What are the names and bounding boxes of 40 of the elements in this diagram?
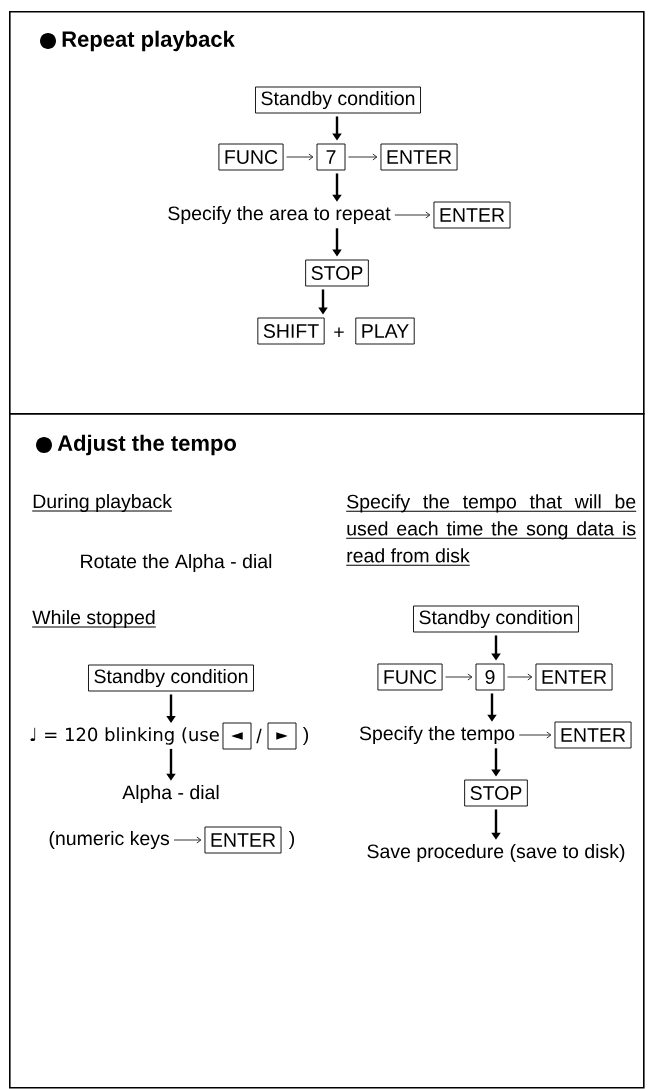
condition-box: Standby condition xyxy=(255,86,421,114)
section-heading: Repeat playback xyxy=(40,30,235,52)
step-text: (numeric keys xyxy=(49,830,170,850)
key-box: ► xyxy=(267,722,297,750)
key-box: STOP xyxy=(464,779,528,807)
arrow xyxy=(348,153,378,161)
arrow xyxy=(173,836,202,844)
key-box: ◄ xyxy=(222,722,252,750)
step-text: Specify the area to repeat xyxy=(168,205,391,225)
plus-sign: + xyxy=(334,327,344,337)
section-label: During playback xyxy=(31,493,173,513)
key-box: STOP xyxy=(305,259,369,287)
closing-parenthesis: ) xyxy=(302,726,309,746)
key-box: ENTER xyxy=(204,826,282,854)
key-box: FUNC xyxy=(218,143,284,171)
key-box: SHIFT xyxy=(257,317,325,345)
key-box: ENTER xyxy=(433,201,511,229)
key-box: ENTER xyxy=(380,143,458,171)
section-label: While stopped xyxy=(31,609,157,629)
arrow xyxy=(445,673,473,681)
note-text: Rotate the Alpha - dial xyxy=(81,553,272,573)
key-box: 7 xyxy=(316,143,346,171)
condition-box: Standby condition xyxy=(88,664,254,692)
key-box: PLAY xyxy=(355,317,415,345)
key-box: 9 xyxy=(475,663,505,691)
key-box: ENTER xyxy=(535,663,613,691)
step-text: Save procedure (save to disk) xyxy=(367,843,625,863)
condition-box: Standby condition xyxy=(413,605,579,633)
key-box: FUNC xyxy=(377,663,443,691)
underlined-note: Specify the tempo that will be used each time the song data is read from disk xyxy=(345,494,637,566)
step-text: Alpha - dial xyxy=(122,784,219,804)
section-heading: Adjust the tempo xyxy=(36,434,236,456)
slash: / xyxy=(256,728,262,744)
step-text: ♩ = 120 blinking (use xyxy=(30,727,219,745)
key-box: ENTER xyxy=(554,721,632,749)
arrow xyxy=(286,153,314,161)
arrow xyxy=(394,211,431,219)
arrow xyxy=(507,673,533,681)
arrow xyxy=(518,731,552,739)
step-text: Specify the tempo xyxy=(359,725,515,745)
